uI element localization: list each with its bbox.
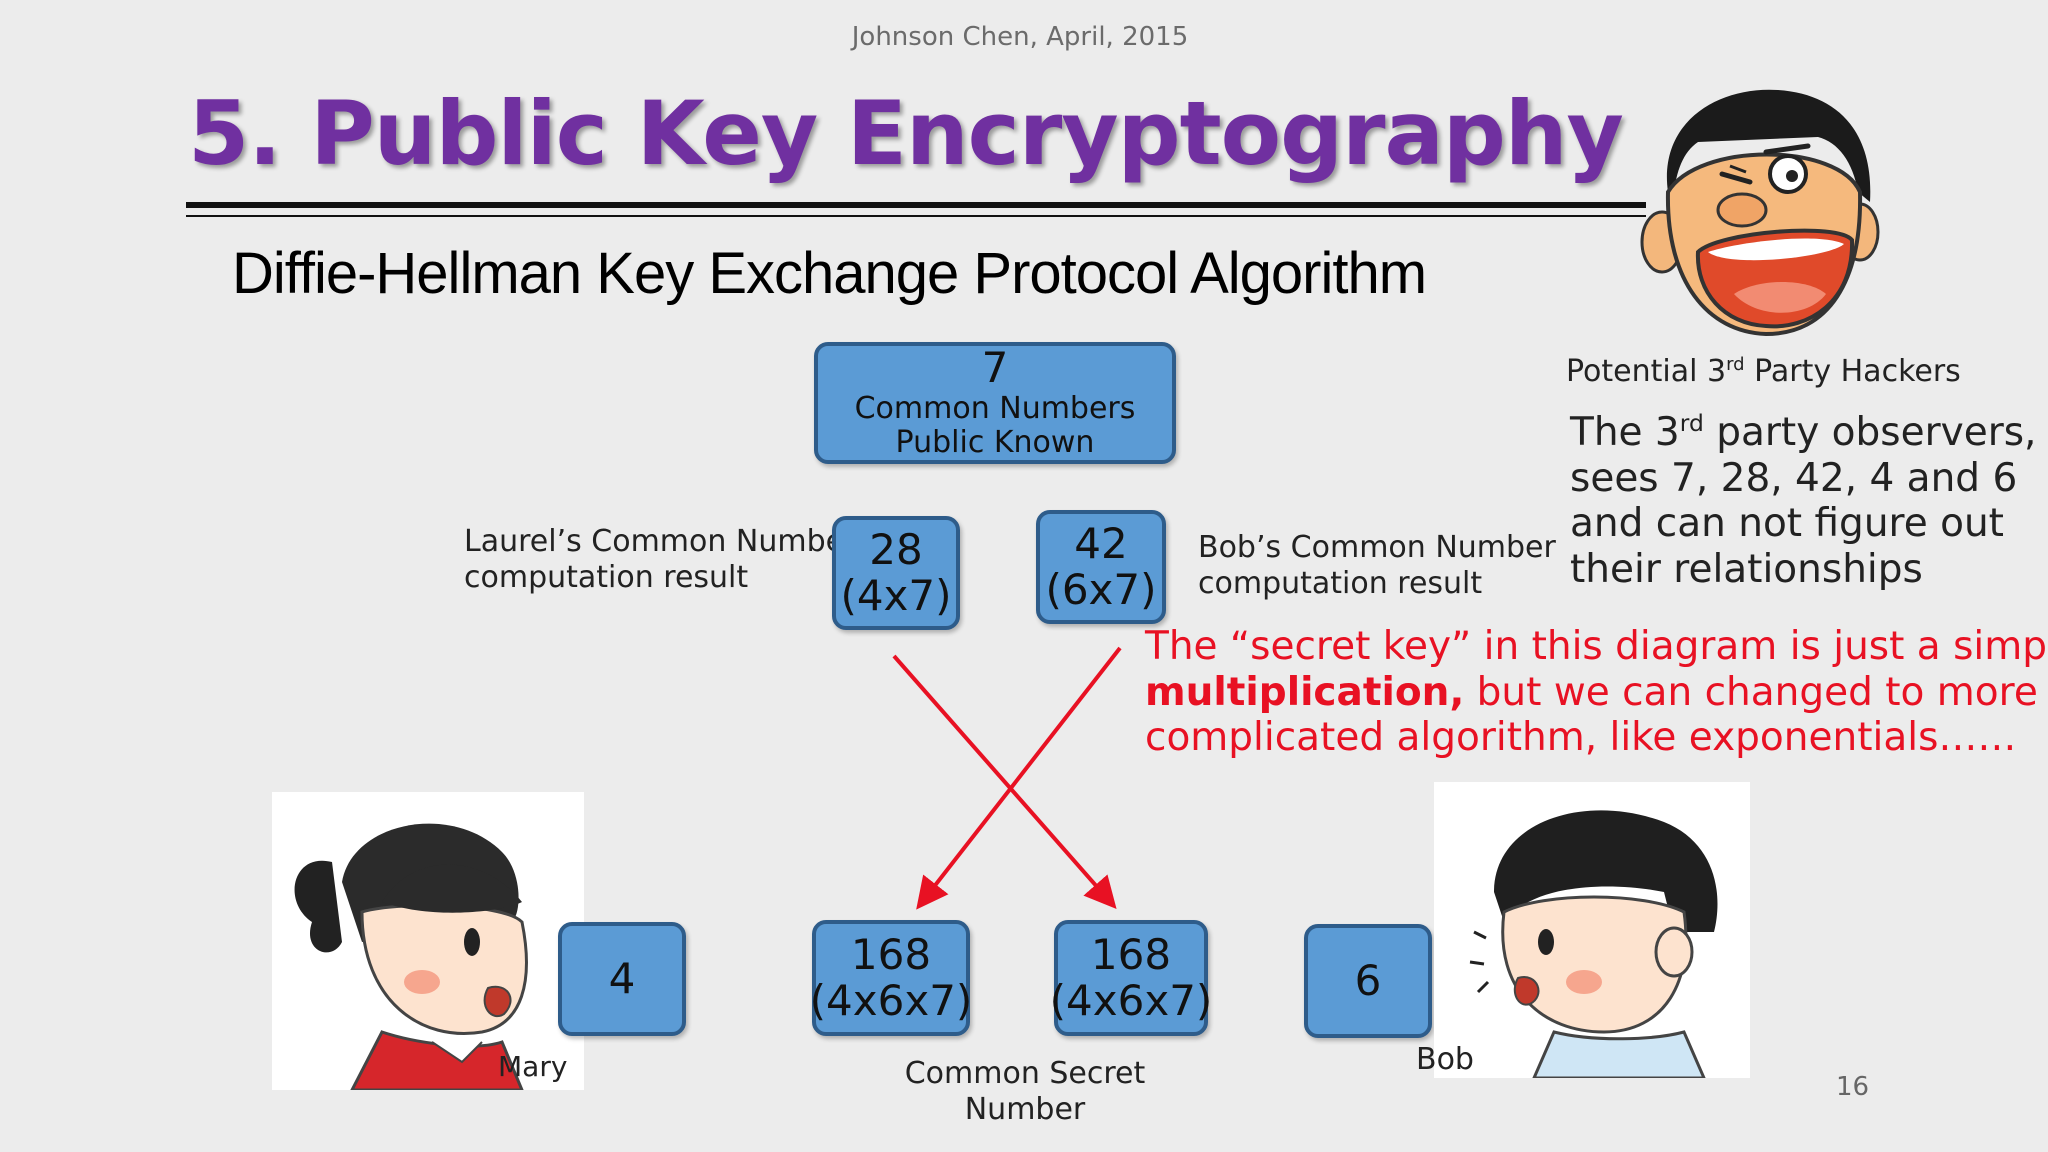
common-number-box: 7 Common Numbers Public Known (814, 342, 1176, 464)
mary-photo (272, 792, 584, 1092)
observer-note: The 3rd party observers, sees 7, 28, 42,… (1570, 410, 2036, 593)
slide-subtitle: Diffie-Hellman Key Exchange Protocol Alg… (232, 241, 1427, 306)
bob-result-box: 42 (6x7) (1036, 510, 1166, 624)
common-secret-label: Common Secret Number (904, 1056, 1146, 1127)
boy-portrait-icon (1469, 810, 1718, 1080)
common-number-line2: Public Known (895, 425, 1095, 461)
hacker-caption: Potential 3rd Party Hackers (1566, 354, 1961, 389)
laurel-result-box: 28 (4x7) (832, 516, 960, 630)
angry-face-icon (1640, 89, 1880, 337)
bob-name: Bob (1416, 1042, 1474, 1077)
mary-name: Mary (498, 1050, 568, 1083)
observer-line-1: The 3rd party observers, (1570, 408, 2037, 455)
bob-photo (1434, 782, 1750, 1080)
bob-result-value: 42 (1074, 518, 1128, 568)
shared-secret-left-formula: (4x6x7) (809, 976, 973, 1025)
bob-secret-box: 6 (1304, 924, 1432, 1038)
common-number-value: 7 (981, 343, 1009, 393)
title-rule-thin (186, 215, 1646, 217)
laurel-result-formula: (4x7) (840, 571, 952, 620)
title-rule-thick (186, 202, 1646, 208)
laurel-result-value: 28 (869, 524, 923, 574)
shared-secret-box-right: 168 (4x6x7) (1050, 920, 1212, 1036)
laurel-result-label: Laurel’s Common Number computation resul… (464, 524, 857, 595)
mary-secret-box: 4 (558, 922, 686, 1036)
arrow-to-bob (892, 654, 1117, 910)
page-number: 16 (1836, 1072, 1870, 1102)
girl-portrait-icon (294, 823, 528, 1092)
author-credit: Johnson Chen, April, 2015 (851, 22, 1189, 52)
secret-key-note: The “secret key” in this diagram is just… (1145, 624, 2048, 761)
shared-secret-right-formula: (4x6x7) (1049, 976, 1213, 1025)
shared-secret-right-value: 168 (1090, 929, 1172, 979)
observer-line-3: and can not figure out (1570, 501, 2004, 547)
shared-secret-box-left: 168 (4x6x7) (809, 920, 973, 1036)
bob-secret-value: 6 (1354, 955, 1382, 1005)
observer-line-4: their relationships (1570, 546, 1923, 592)
bob-result-label: Bob’s Common Number computation result (1198, 530, 1556, 601)
shared-secret-left-value: 168 (850, 929, 932, 979)
observer-line-2: sees 7, 28, 42, 4 and 6 (1570, 455, 2018, 501)
common-number-line1: Common Numbers (854, 390, 1136, 426)
bob-result-formula: (6x7) (1045, 565, 1157, 614)
slide-title: 5. Public Key Encryptography (188, 82, 1624, 185)
mary-secret-value: 4 (608, 953, 636, 1003)
arrow-to-mary (916, 646, 1122, 910)
